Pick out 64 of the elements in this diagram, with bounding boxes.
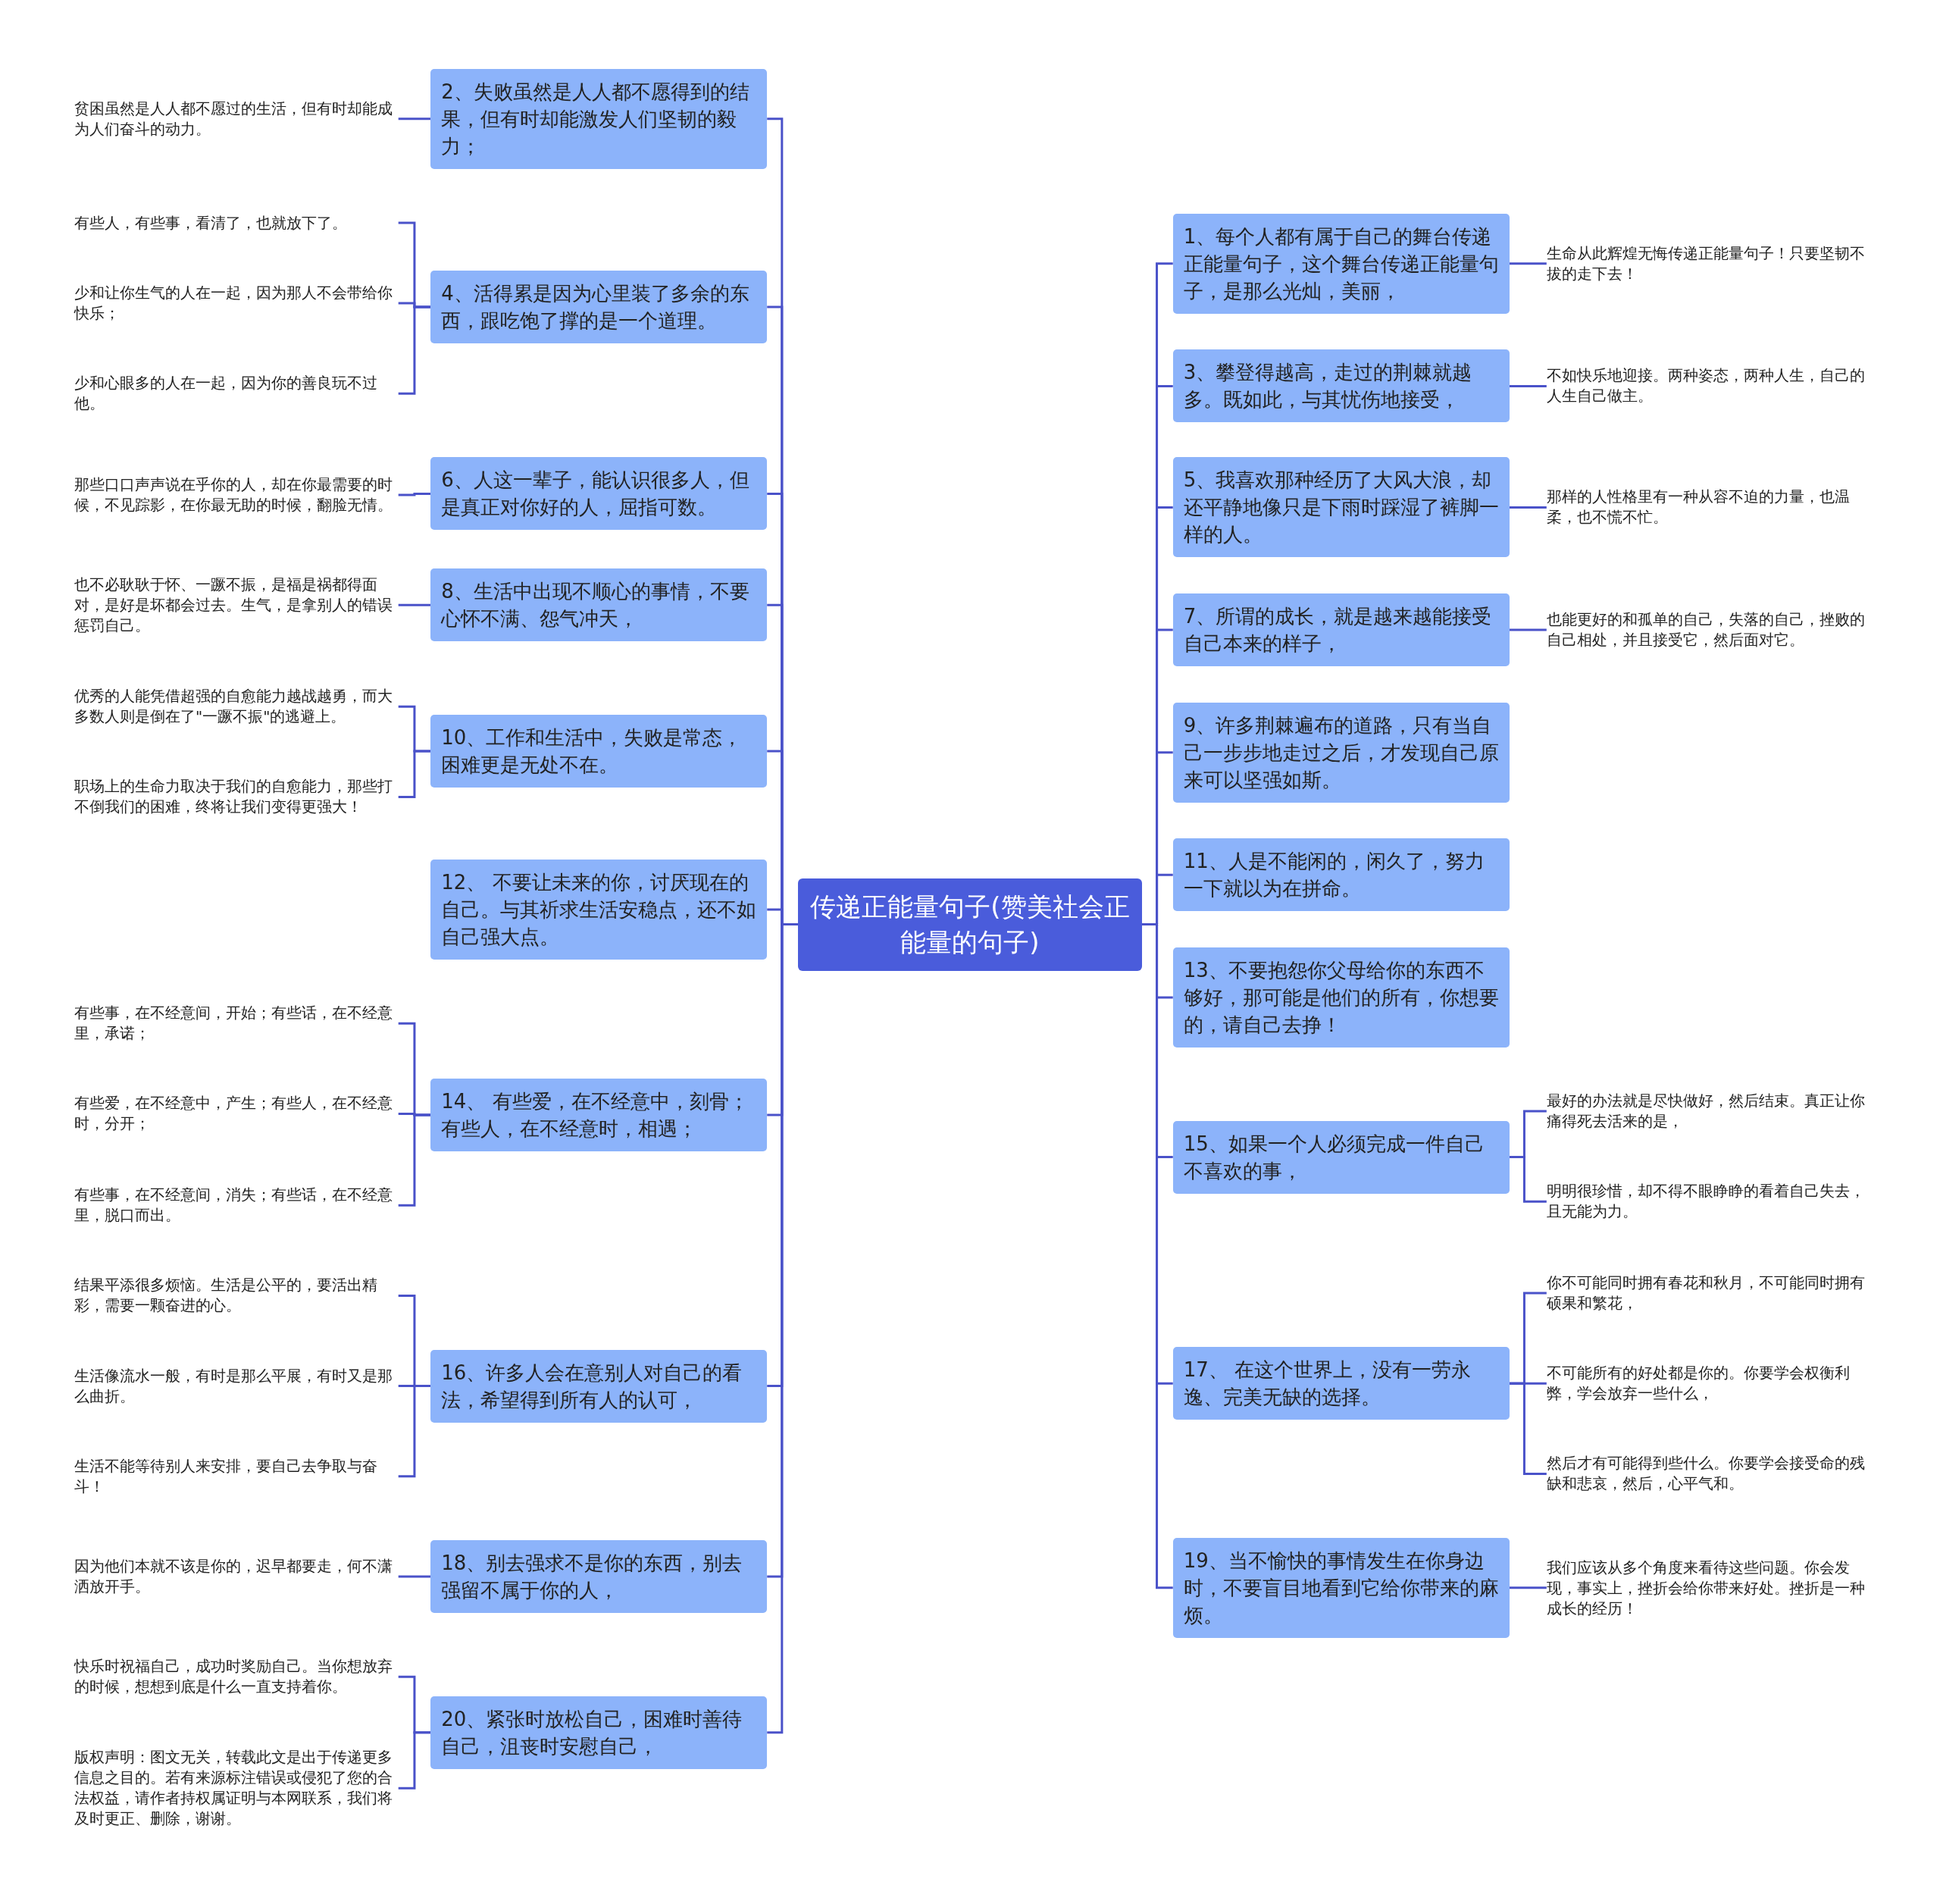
connector-line xyxy=(398,750,431,798)
sentence-box: 4、活得累是因为心里装了多余的东西，跟吃饱了撑的是一个道理。 xyxy=(430,270,768,343)
note-text: 不如快乐地迎接。两种姿态，两种人生，自己的人生自己做主。 xyxy=(1546,365,1871,407)
sentence-box: 14、 有些爱，在不经意中，刻骨；有些人，在不经意时，相遇； xyxy=(430,1079,768,1151)
note-text: 有些事，在不经意间，消失；有些话，在不经意里，脱口而出。 xyxy=(74,1185,399,1226)
note-text: 生命从此辉煌无悔传递正能量句子！只要坚韧不拔的走下去！ xyxy=(1546,243,1871,284)
note-text: 生活像流水一般，有时是那么平展，有时又是那么曲折。 xyxy=(74,1365,399,1407)
topic-box: 传递正能量句子(赞美社会正能量的句子) xyxy=(798,878,1142,971)
note-text: 你不可能同时拥有春花和秋月，不可能同时拥有硕果和繁花， xyxy=(1546,1273,1871,1314)
connector-line xyxy=(1509,1156,1547,1203)
connector-line xyxy=(398,1113,431,1207)
sentence-box: 15、如果一个人必须完成一件自己不喜欢的事， xyxy=(1172,1120,1510,1194)
note-text: 快乐时祝福自己，成功时奖励自己。当你想放弃的时候，想想到底是什么一直支持着你。 xyxy=(74,1656,399,1698)
note-text: 少和让你生气的人在一起，因为那人不会带给你快乐； xyxy=(74,283,399,324)
note-text: 最好的办法就是尽快做好，然后结束。真正让你痛得死去活来的是， xyxy=(1546,1091,1871,1132)
sentence-box: 17、 在这个世界上，没有一劳永逸、完美无缺的选择。 xyxy=(1172,1347,1510,1420)
connector-line xyxy=(1509,628,1547,631)
note-text: 因为他们本就不该是你的，迟早都要走，何不潇洒放开手。 xyxy=(74,1556,399,1597)
sentence-box: 18、别去强求不是你的东西，别去强留不属于你的人， xyxy=(430,1540,768,1613)
note-text: 那些口口声声说在乎你的人，却在你最需要的时候，不见踪影，在你最无助的时候，翻脸无情。 xyxy=(74,474,399,516)
sentence-box: 20、紧张时放松自己，困难时善待自己，沮丧时安慰自己， xyxy=(430,1696,768,1769)
sentence-box: 13、不要抱怨你父母给你的东西不够好，那可能是他们的所有，你想要的，请自己去挣！ xyxy=(1172,947,1510,1048)
note-text: 贫困虽然是人人都不愿过的生活，但有时却能成为人们奋斗的动力。 xyxy=(74,98,399,139)
note-text: 有些人，有些事，看清了，也就放下了。 xyxy=(74,212,399,233)
note-text: 有些爱，在不经意中，产生；有些人，在不经意时，分开； xyxy=(74,1093,399,1135)
sentence-box: 9、许多荆棘遍布的道路，只有当自己一步步地走过之后，才发现自己原来可以坚强如斯。 xyxy=(1172,702,1510,803)
sentence-box: 8、生活中出现不顺心的事情，不要心怀不满、怨气冲天， xyxy=(430,568,768,642)
sentence-box: 2、失败虽然是人人都不愿得到的结果，但有时却能激发人们坚韧的毅力； xyxy=(430,68,768,169)
connector-line xyxy=(1509,1586,1547,1589)
sentence-box: 10、工作和生活中，失败是常态，困难更是无处不在。 xyxy=(430,715,768,788)
connector-line xyxy=(1509,1382,1547,1475)
connector-line xyxy=(398,603,431,606)
sentence-box: 12、 不要让未来的你，讨厌现在的自己。与其祈求生活安稳点，还不如自己强大点。 xyxy=(430,860,768,960)
sentence-box: 11、人是不能闲的，闲久了，努力一下就以为在拼命。 xyxy=(1172,838,1510,912)
connector-line xyxy=(1509,506,1547,509)
connector-line xyxy=(398,1575,431,1578)
note-text: 明明很珍惜，却不得不眼睁睁的看着自己失去，且无能为力。 xyxy=(1546,1181,1871,1223)
connector-line xyxy=(398,305,431,395)
note-text: 然后才有可能得到些什么。你要学会接受命的残缺和悲哀，然后，心平气和。 xyxy=(1546,1453,1871,1495)
note-text: 生活不能等待别人来安排，要自己去争取与奋斗！ xyxy=(74,1455,399,1497)
sentence-box: 3、攀登得越高，走过的荆棘就越多。既如此，与其忧伤地接受， xyxy=(1172,349,1510,423)
note-text: 也不必耿耿于怀、一蹶不振，是福是祸都得面对，是好是坏都会过去。生气，是拿别人的错误惩罚自己。 xyxy=(74,574,399,636)
connector-line xyxy=(398,1731,431,1790)
note-text: 职场上的生命力取决于我们的自愈能力，那些打不倒我们的困难，终将让我们变得更强大！ xyxy=(74,776,399,818)
sentence-box: 1、每个人都有属于自己的舞台传递正能量句子，这个舞台传递正能量句子，是那么光灿，美丽， xyxy=(1172,213,1510,314)
sentence-box: 19、当不愉快的事情发生在你身边时，不要盲目地看到它给你带来的麻烦。 xyxy=(1172,1537,1510,1638)
sentence-box: 16、许多人会在意别人对自己的看法，希望得到所有人的认可， xyxy=(430,1349,768,1423)
sentence-box: 6、人这一辈子，能认识很多人，但是真正对你好的人，屈指可数。 xyxy=(430,457,768,531)
note-text: 不可能所有的好处都是你的。你要学会权衡利弊，学会放弃一些什么， xyxy=(1546,1363,1871,1405)
connector-line xyxy=(1509,384,1547,387)
note-text: 优秀的人能凭借超强的自愈能力越战越勇，而大多数人则是倒在了"一蹶不振"的逃避上。 xyxy=(74,686,399,728)
note-text: 我们应该从多个角度来看待这些问题。你会发现，事实上，挫折会给你带来好处。挫折是一种成长的经历！ xyxy=(1546,1557,1871,1619)
note-text: 结果平添很多烦恼。生活是公平的，要活出精彩，需要一颗奋进的心。 xyxy=(74,1275,399,1317)
note-text: 有些事，在不经意间，开始；有些话，在不经意里，承诺； xyxy=(74,1003,399,1044)
connector-line xyxy=(398,492,431,496)
note-text: 那样的人性格里有一种从容不迫的力量，也温柔，也不慌不忙。 xyxy=(1546,487,1871,528)
note-text: 也能更好的和孤单的自己，失落的自己，挫败的自己相处，并且接受它，然后面对它。 xyxy=(1546,609,1871,650)
connector-line xyxy=(398,117,431,121)
note-text: 版权声明：图文无关，转载此文是出于传递更多信息之目的。若有来源标注错误或侵犯了您的合法权益，请作者持权属证明与本网联系，我们将及时更正、删除，谢谢。 xyxy=(74,1747,399,1830)
sentence-box: 7、所谓的成长，就是越来越能接受自己本来的样子， xyxy=(1172,593,1510,666)
connector-line xyxy=(398,1385,431,1478)
sentence-box: 5、我喜欢那种经历了大风大浪，却还平静地像只是下雨时踩湿了裤脚一样的人。 xyxy=(1172,457,1510,558)
note-text: 少和心眼多的人在一起，因为你的善良玩不过他。 xyxy=(74,373,399,415)
connector-line xyxy=(1509,262,1547,265)
